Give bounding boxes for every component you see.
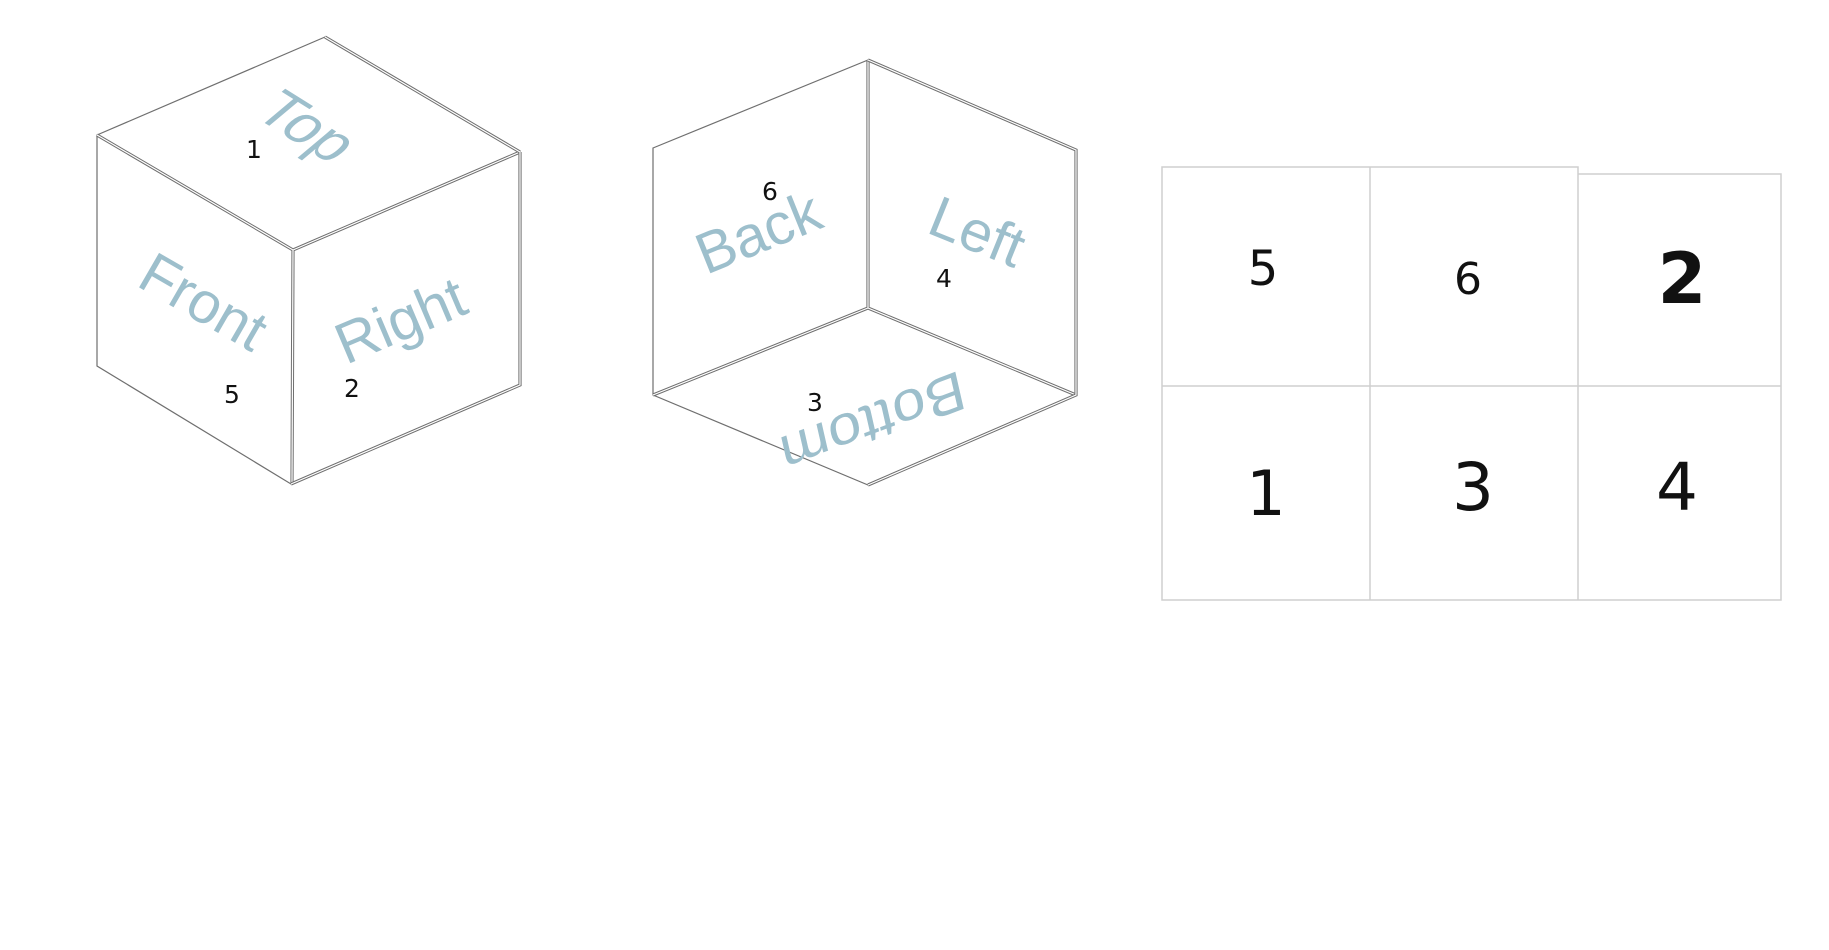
number-right: 2 <box>344 374 360 403</box>
net-grid: 5 6 2 1 3 4 <box>1161 166 1782 601</box>
face-label-back: Back <box>687 178 832 287</box>
face-label-bottom: Bottom <box>775 358 971 487</box>
number-front: 5 <box>224 380 240 409</box>
net-cell-2-3: 4 <box>1656 449 1698 526</box>
cube-front-view-inner-edges-highlight <box>96 134 521 485</box>
number-left: 4 <box>936 264 952 293</box>
cube-front-view: Top Front Right 1 5 2 <box>96 35 522 486</box>
face-label-right: Right <box>326 264 476 377</box>
cube-front-view-right-edge-highlight <box>290 152 521 485</box>
cube-front-view-top-edge-highlight <box>324 36 521 153</box>
number-bottom: 3 <box>807 388 823 417</box>
net-cell-1-1: 5 <box>1248 241 1279 297</box>
net-cell-2-1: 1 <box>1246 457 1285 530</box>
number-back: 6 <box>762 177 778 206</box>
net-cell-2-2: 3 <box>1452 449 1494 526</box>
cube-back-view-outer-edges-highlight <box>867 59 1077 486</box>
face-label-front: Front <box>129 240 279 364</box>
number-top: 1 <box>246 135 262 164</box>
net-cell-1-3: 2 <box>1658 238 1707 320</box>
cube-back-view-inner-edges-highlight <box>652 60 1077 396</box>
net-grid-lines <box>1161 166 1782 601</box>
cube-back-view: Back Left Bottom 6 4 3 <box>652 58 1078 487</box>
net-cell-1-2: 6 <box>1454 254 1482 305</box>
